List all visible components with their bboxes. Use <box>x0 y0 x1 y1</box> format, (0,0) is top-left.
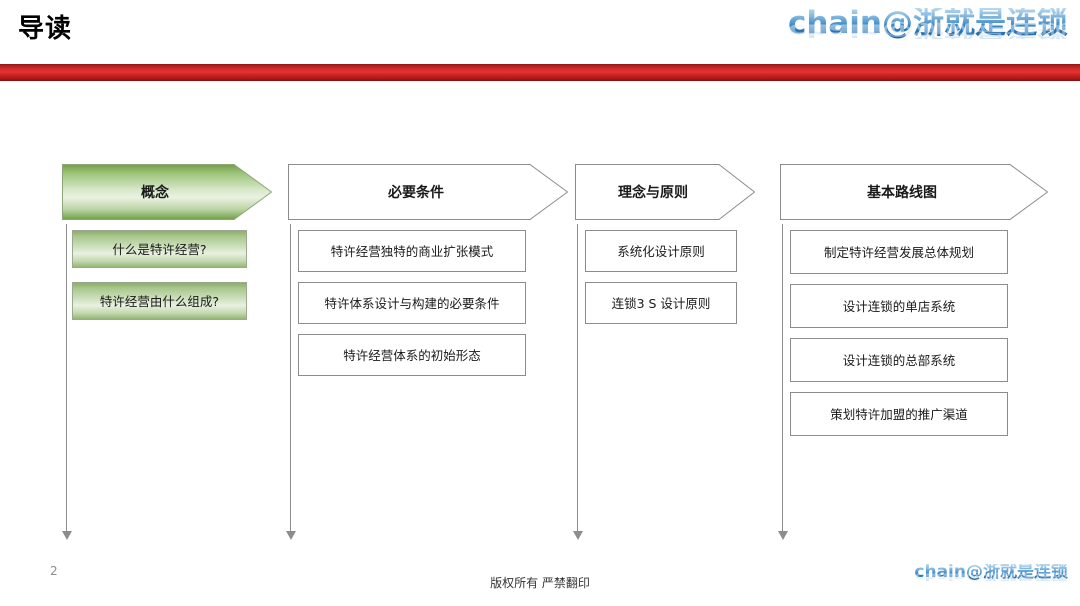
column-header-concept[interactable]: 概念 <box>62 164 272 220</box>
brand-logo-header: chain@浙就是连锁 chain@浙就是连锁 <box>788 8 1068 70</box>
flow-arrow-line <box>290 224 291 531</box>
column-item[interactable]: 什么是特许经营? <box>72 230 247 268</box>
brand-logo-footer-reflection: chain@浙就是连锁 <box>914 570 1068 583</box>
column-item-list-roadmap: 制定特许经营发展总体规划设计连锁的单店系统设计连锁的总部系统策划特许加盟的推广渠… <box>790 230 1048 436</box>
chevron-shape-icon <box>62 164 272 220</box>
flow-arrow-line <box>577 224 578 531</box>
column-header-principles[interactable]: 理念与原则 <box>575 164 755 220</box>
column-item[interactable]: 特许经营体系的初始形态 <box>298 334 526 376</box>
chevron-shape-icon <box>575 164 755 220</box>
copyright-notice: 版权所有 严禁翻印 <box>490 576 590 590</box>
chevron-shape-icon <box>288 164 568 220</box>
diagram-column-principles: 理念与原则系统化设计原则连锁3 S 设计原则 <box>575 164 755 334</box>
column-item[interactable]: 连锁3 S 设计原则 <box>585 282 737 324</box>
diagram-column-requirements: 必要条件特许经营独特的商业扩张模式特许体系设计与构建的必要条件特许经营体系的初始… <box>288 164 568 386</box>
flow-arrow-head-icon <box>572 531 583 540</box>
chevron-shape-icon <box>780 164 1048 220</box>
column-item[interactable]: 设计连锁的单店系统 <box>790 284 1008 328</box>
column-item-list-concept: 什么是特许经营? 特许经营由什么组成? <box>72 230 272 320</box>
column-item[interactable]: 设计连锁的总部系统 <box>790 338 1008 382</box>
column-item-list-principles: 系统化设计原则连锁3 S 设计原则 <box>585 230 755 324</box>
column-item[interactable]: 系统化设计原则 <box>585 230 737 272</box>
column-item[interactable]: 策划特许加盟的推广渠道 <box>790 392 1008 436</box>
column-item[interactable]: 特许经营独特的商业扩张模式 <box>298 230 526 272</box>
column-header-label-principles: 理念与原则 <box>618 185 688 201</box>
column-item-list-requirements: 特许经营独特的商业扩张模式特许体系设计与构建的必要条件特许经营体系的初始形态 <box>298 230 568 376</box>
page-title: 导读 <box>18 14 73 44</box>
diagram-column-roadmap: 基本路线图制定特许经营发展总体规划设计连锁的单店系统设计连锁的总部系统策划特许加… <box>780 164 1048 446</box>
column-item[interactable]: 制定特许经营发展总体规划 <box>790 230 1008 274</box>
column-header-label-requirements: 必要条件 <box>388 185 444 201</box>
column-item[interactable]: 特许经营由什么组成? <box>72 282 247 320</box>
brand-logo-footer: chain@浙就是连锁 chain@浙就是连锁 <box>914 564 1068 598</box>
diagram-column-concept: 概念什么是特许经营? 特许经营由什么组成? <box>62 164 272 334</box>
flow-arrow-line <box>66 224 67 531</box>
brand-logo-text: chain@浙就是连锁 <box>788 8 1068 39</box>
flow-arrow-line <box>782 224 783 531</box>
column-header-requirements[interactable]: 必要条件 <box>288 164 568 220</box>
header-divider-bar <box>0 64 1080 81</box>
flow-arrow-head-icon <box>285 531 296 540</box>
column-header-label-concept: 概念 <box>141 185 169 201</box>
flow-arrow-head-icon <box>61 531 72 540</box>
column-header-label-roadmap: 基本路线图 <box>867 185 937 201</box>
brand-logo-footer-text: chain@浙就是连锁 <box>914 564 1068 581</box>
page-number: 2 <box>50 564 58 578</box>
flow-arrow-head-icon <box>777 531 788 540</box>
column-header-roadmap[interactable]: 基本路线图 <box>780 164 1048 220</box>
column-item[interactable]: 特许体系设计与构建的必要条件 <box>298 282 526 324</box>
